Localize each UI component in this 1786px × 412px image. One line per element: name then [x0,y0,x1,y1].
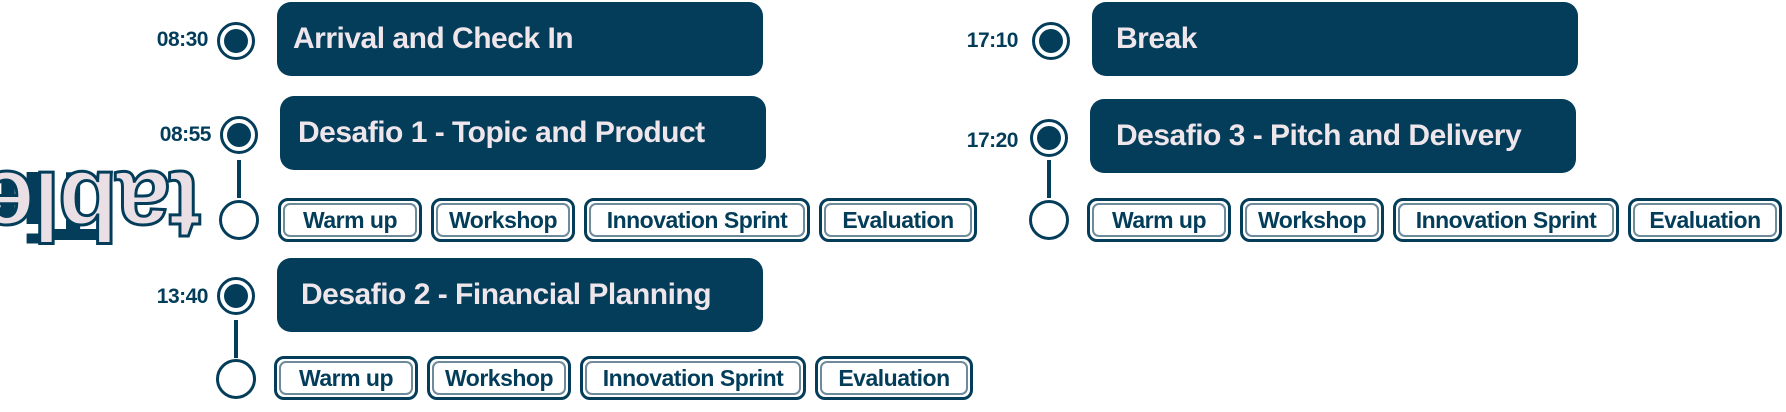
timeline-connector [1047,160,1051,198]
timeline-marker-icon [1030,119,1068,157]
title-part-outlined: table [0,150,202,263]
session-banner: Desafio 1 - Topic and Product [280,96,766,170]
timetable-title: Timetable [0,4,202,408]
timeline-marker-icon [217,22,255,60]
activity-marker-icon [219,200,259,240]
timeline-marker-icon [1032,22,1070,60]
time-label: 08:30 [156,28,209,51]
session-banner: Desafio 3 - Pitch and Delivery [1090,99,1576,173]
activity-tag: Evaluation [819,198,977,242]
session-banner: Desafio 2 - Financial Planning [277,258,763,332]
time-label: 08:55 [159,123,212,146]
activity-tag: Evaluation [815,356,973,400]
activity-marker-icon [1029,200,1069,240]
activity-tag: Warm up [274,356,418,400]
activity-tag: Warm up [1087,198,1231,242]
time-label: 13:40 [156,285,209,308]
activity-tag: Evaluation [1628,198,1782,242]
timeline-marker-icon [217,277,255,315]
timeline-marker-icon [220,116,258,154]
timeline-connector [237,160,241,198]
session-banner: Arrival and Check In [277,2,763,76]
activity-tag: Workshop [427,356,571,400]
activity-tag: Innovation Sprint [584,198,810,242]
timeline-connector [234,320,238,358]
activity-tag: Innovation Sprint [580,356,806,400]
session-banner: Break [1092,2,1578,76]
activity-tag: Warm up [278,198,422,242]
time-label: 17:10 [966,29,1019,52]
time-label: 17:20 [966,129,1019,152]
activity-tag: Workshop [1240,198,1384,242]
activity-tag: Workshop [431,198,575,242]
activity-tag: Innovation Sprint [1393,198,1619,242]
title-part-solid: Time [0,151,103,261]
activity-marker-icon [216,359,256,399]
